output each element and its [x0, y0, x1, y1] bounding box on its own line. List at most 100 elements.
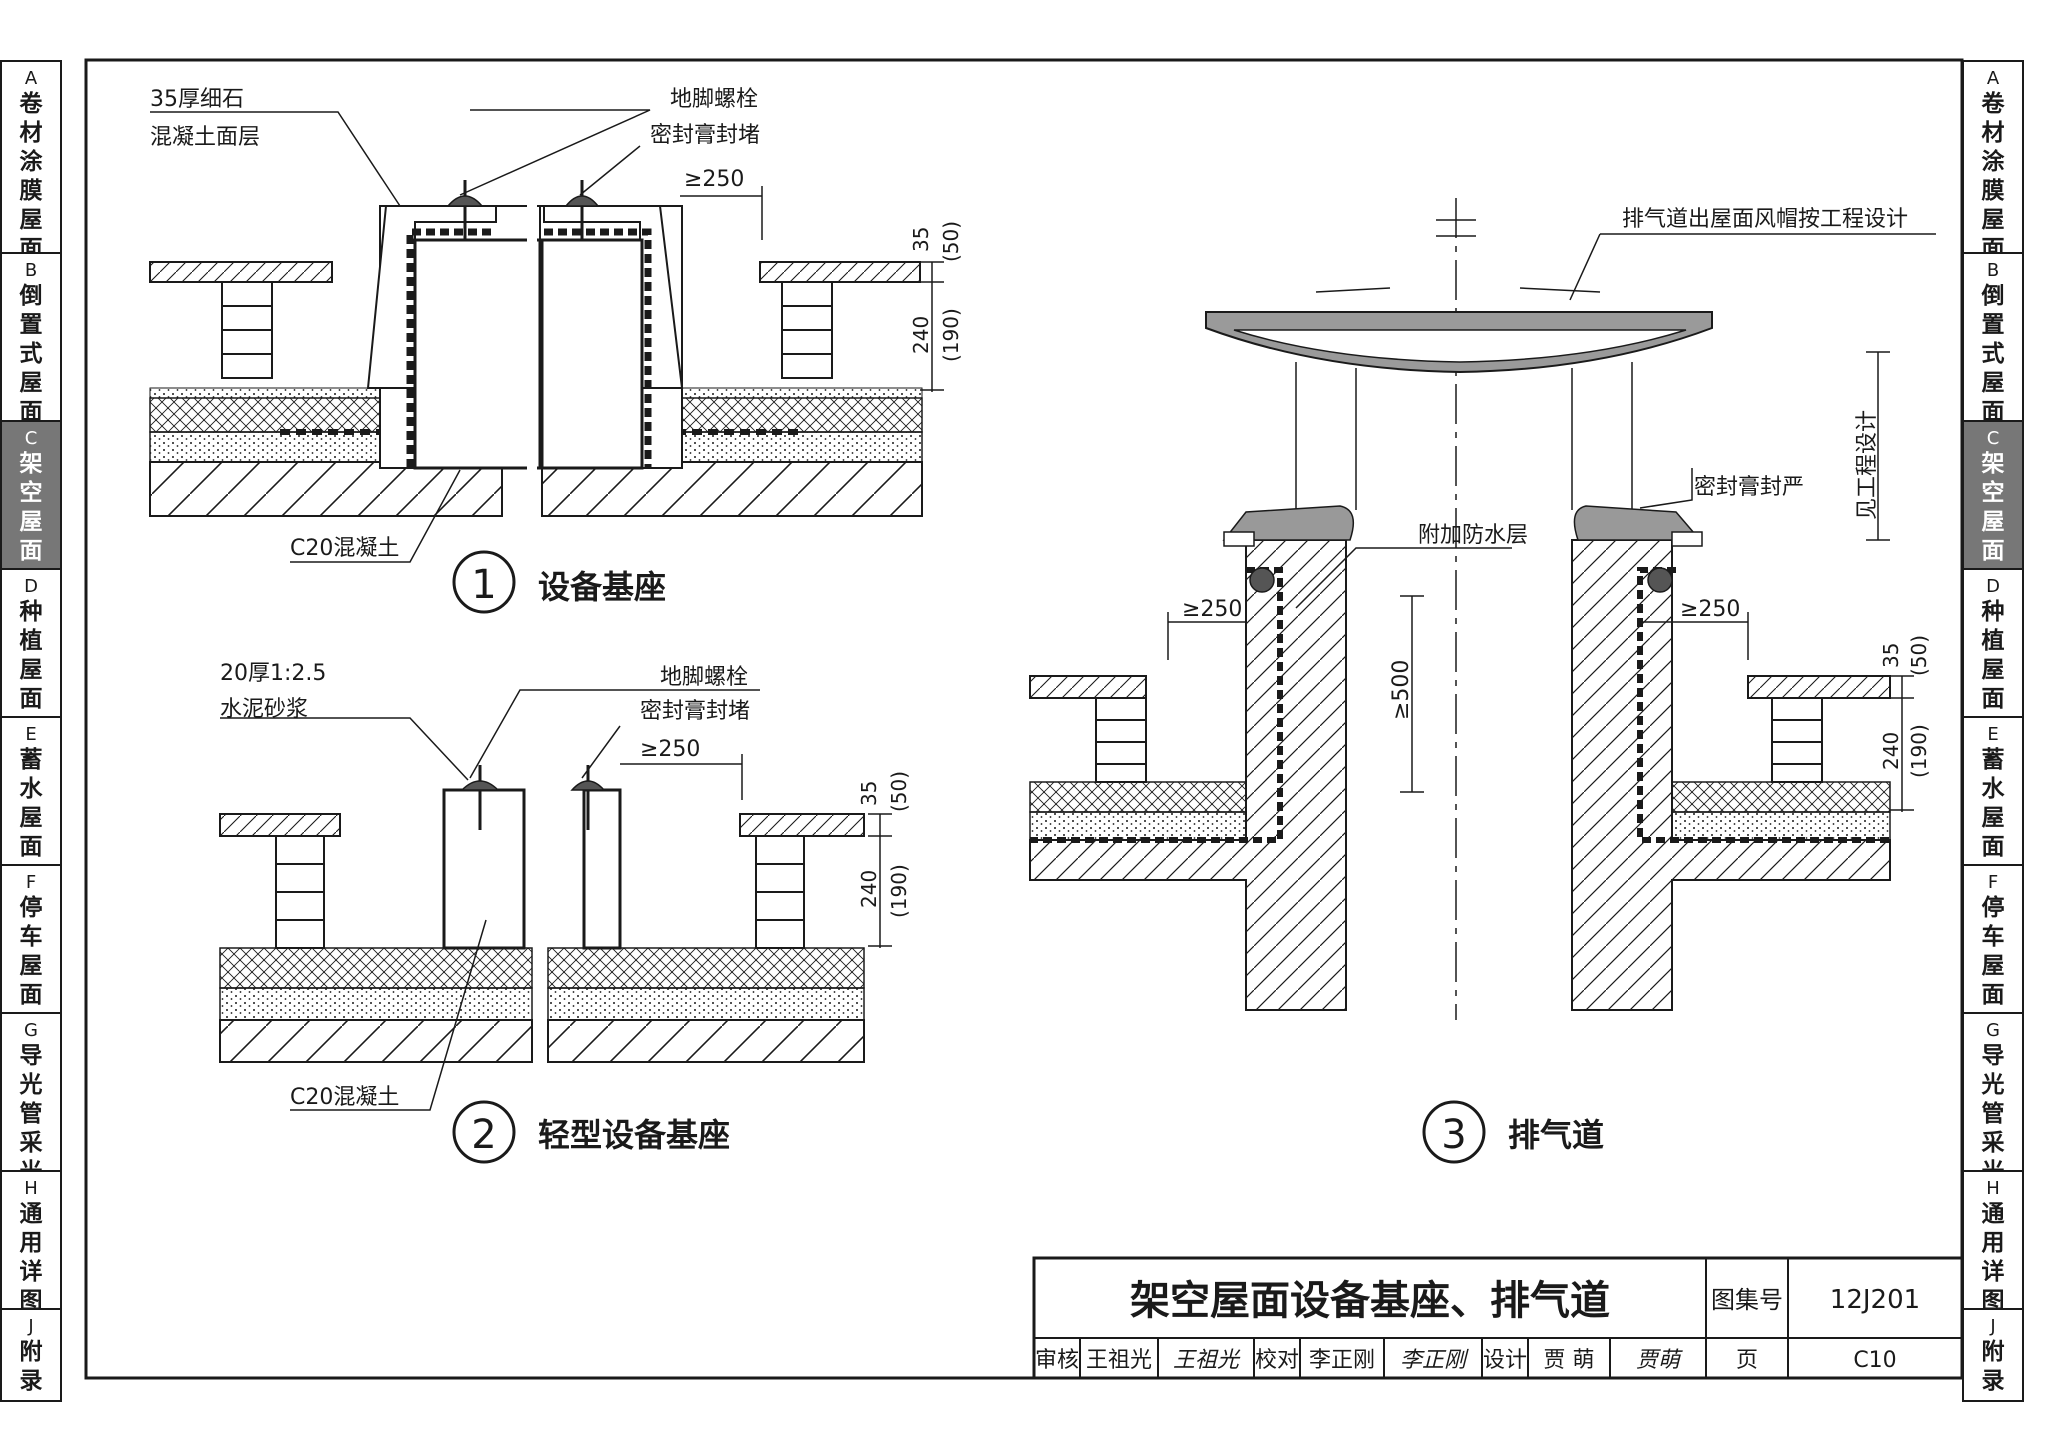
detail2-label-sealant: 密封膏封堵 [640, 699, 750, 724]
section-tab-code: F [1987, 872, 1999, 893]
title-block: 架空屋面设备基座、排气道 图集号 12J201 审核 王祖光 王祖光 校对 李正… [1032, 1256, 1964, 1380]
design-label: 设计 [1483, 1348, 1527, 1373]
review-signature: 王祖光 [1173, 1348, 1241, 1373]
section-tab-label: 附录 [1981, 1339, 2005, 1394]
section-tab-g-left[interactable]: G导光管采光 [0, 1012, 62, 1185]
section-tab-code: C [24, 428, 38, 449]
detail3-number: 3 [1441, 1112, 1466, 1158]
detail3-dim-slab: 35 [1879, 643, 1903, 668]
detail1-label-sealant: 密封膏封堵 [650, 123, 760, 148]
section-tab-label: 架空屋面 [19, 451, 43, 564]
section-tab-label: 架空屋面 [1981, 451, 2005, 564]
detail1-number: 1 [471, 562, 496, 608]
detail2-dim-slab: 35 [857, 781, 881, 806]
design-name: 贾 萌 [1544, 1348, 1595, 1373]
detail3-title: 排气道 [1508, 1116, 1604, 1154]
detail2-label-mortar-2: 水泥砂浆 [220, 697, 308, 722]
section-tab-code: A [1986, 68, 2000, 89]
detail1-dim-slab-alt: (50) [939, 221, 963, 262]
section-tab-code: B [24, 260, 38, 281]
detail2-number: 2 [471, 1112, 496, 1158]
section-tab-label: 种植屋面 [19, 599, 43, 712]
detail1-label-bolt: 地脚螺栓 [670, 87, 758, 112]
section-tab-code: C [1986, 428, 2000, 449]
check-name: 李正刚 [1309, 1348, 1375, 1373]
section-tab-label: 倒置式屋面 [1981, 283, 2005, 425]
detail3-dim-overlap-left: ≥250 [1182, 597, 1242, 622]
detail1-dim-slab: 35 [909, 227, 933, 252]
detail1-label-concrete: C20混凝土 [290, 536, 399, 561]
tab-column-end [1962, 1400, 2024, 1402]
detail3-callout-circle [1422, 1100, 1486, 1164]
check-signature: 李正刚 [1400, 1348, 1469, 1373]
detail2-dim-pier: 240 [857, 870, 881, 908]
detail2-label-concrete: C20混凝土 [290, 1085, 399, 1110]
detail3-label-cap: 排气道出屋面风帽按工程设计 [1622, 207, 1908, 232]
left-section-tabs: A卷材涂膜屋面B倒置式屋面C架空屋面D种植屋面E蓄水屋面F停车屋面G导光管采光H… [0, 60, 64, 1402]
detail2-dim-overlap: ≥250 [640, 737, 700, 762]
section-tab-code: F [25, 872, 37, 893]
detail2-label-bolt: 地脚螺栓 [660, 665, 748, 690]
detail3-dim-overlap-right: ≥250 [1680, 597, 1740, 622]
section-tab-code: E [1987, 724, 1999, 745]
page-value: C10 [1853, 1348, 1896, 1373]
section-tab-code: J [1990, 1316, 1996, 1337]
detail1-label-topping-2: 混凝土面层 [150, 125, 260, 150]
sheet-border [84, 58, 1964, 1380]
section-tab-label: 通用详图 [1981, 1201, 2005, 1314]
section-tab-label: 倒置式屋面 [19, 283, 43, 425]
section-tab-label: 蓄水屋面 [19, 747, 43, 860]
atlas-label: 图集号 [1711, 1286, 1783, 1314]
detail2-label-mortar-1: 20厚1:2.5 [220, 661, 326, 686]
section-tab-code: D [24, 576, 38, 597]
section-tab-code: J [28, 1316, 34, 1337]
detail1-callout-circle [452, 550, 516, 614]
section-tab-code: G [24, 1020, 38, 1041]
sheet-title: 架空屋面设备基座、排气道 [1130, 1278, 1610, 1324]
right-section-tabs: A卷材涂膜屋面B倒置式屋面C架空屋面D种植屋面E蓄水屋面F停车屋面G导光管采光H… [1962, 60, 2026, 1402]
detail3-dim-slab-alt: (50) [1907, 635, 1931, 676]
section-tab-label: 停车屋面 [19, 895, 43, 1008]
atlas-value: 12J201 [1830, 1285, 1920, 1315]
detail3-dim-upstand: ≥500 [1389, 660, 1414, 720]
section-tab-code: D [1986, 576, 2000, 597]
section-tab-code: E [25, 724, 37, 745]
detail2-dim-slab-alt: (50) [887, 771, 911, 812]
design-signature: 贾萌 [1636, 1348, 1683, 1373]
detail1-dim-pier: 240 [909, 316, 933, 354]
section-tab-code: H [1986, 1178, 2000, 1199]
detail3-label-height: 见工程设计 [1855, 410, 1880, 520]
page-label: 页 [1736, 1348, 1758, 1373]
section-tab-label: 停车屋面 [1981, 895, 2005, 1008]
section-tab-label: 附录 [19, 1339, 43, 1394]
review-name: 王祖光 [1086, 1348, 1152, 1373]
detail2-callout-circle [452, 1100, 516, 1164]
detail-1-equipment-base: ≥250 35 (50) 240 (190) 35厚细石 混凝土面层 地脚螺栓 … [149, 87, 963, 614]
detail-3-exhaust-duct: ≥250 ≥250 ≥500 见工程设计 35 (50) 240 (190) 排… [1029, 198, 1936, 1164]
section-tab-label: 卷材涂膜屋面 [19, 91, 43, 262]
detail1-title: 设备基座 [538, 568, 666, 606]
tab-column-end [0, 1400, 62, 1402]
detail3-label-extra-layer: 附加防水层 [1418, 523, 1528, 548]
check-label: 校对 [1255, 1348, 1299, 1373]
section-tab-code: A [24, 68, 38, 89]
detail2-dim-pier-alt: (190) [887, 864, 911, 918]
detail3-label-seal: 密封膏封严 [1694, 475, 1804, 500]
section-tab-label: 通用详图 [19, 1201, 43, 1314]
